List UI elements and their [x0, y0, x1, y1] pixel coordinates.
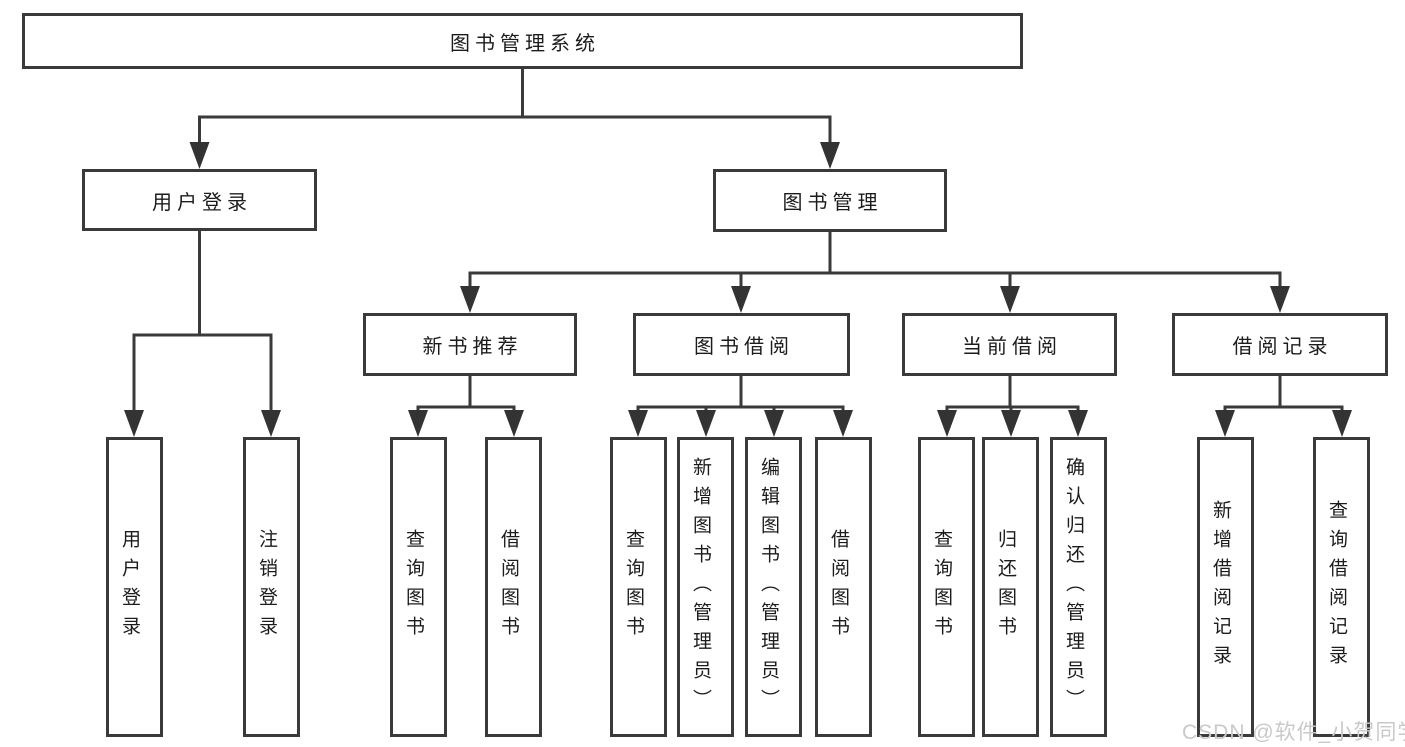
leaf-query-books-current: 查询图书	[918, 437, 975, 737]
leaf-query-books-recommend: 查询图书	[390, 437, 447, 737]
arrow-heads	[124, 142, 1352, 437]
leaf-borrow-books-recommend: 借阅图书	[485, 437, 542, 737]
node-label: 图书借阅	[694, 336, 794, 358]
node-label: 查询图书	[623, 529, 644, 645]
node-label: 用户登录	[152, 191, 252, 214]
node-label: 当前借阅	[962, 336, 1062, 358]
leaf-borrow-books: 借阅图书	[815, 437, 872, 737]
arrow-head	[504, 410, 524, 437]
node-library-system: 图书管理系统	[22, 13, 1023, 69]
arrow-head	[261, 410, 281, 437]
leaf-add-books-admin: 新增图书（管理员）	[677, 437, 734, 737]
connector-userlogin	[132, 229, 273, 433]
node-book-borrowing: 图书借阅	[633, 313, 850, 376]
node-label: 查询图书	[403, 529, 424, 645]
node-label: 注销登录	[256, 529, 277, 645]
leaf-return-books: 归还图书	[982, 437, 1039, 737]
arrow-head	[937, 410, 957, 437]
node-label: 编辑图书（管理员）	[758, 456, 779, 718]
node-new-book-recommend: 新书推荐	[363, 313, 577, 376]
arrow-head	[1001, 410, 1021, 437]
arrow-head	[696, 410, 716, 437]
arrow-head	[408, 410, 428, 437]
connector-records	[1223, 375, 1344, 433]
leaf-edit-books-admin: 编辑图书（管理员）	[745, 437, 802, 737]
arrow-head	[1270, 286, 1290, 313]
csdn-watermark: CSDN @软件_小贺同学	[1182, 721, 1405, 744]
arrow-head	[1000, 286, 1020, 313]
node-book-management: 图书管理	[713, 169, 947, 232]
arrow-head	[1215, 410, 1235, 437]
connector-newbook	[416, 374, 516, 433]
node-label: 借阅记录	[1232, 336, 1333, 358]
arrow-head	[1332, 410, 1352, 437]
node-label: 用户登录	[119, 529, 140, 645]
arrow-head	[189, 142, 210, 169]
node-current-borrowing: 当前借阅	[902, 313, 1117, 376]
node-label: 查询借阅记录	[1326, 500, 1347, 674]
node-label: 图书管理系统	[450, 32, 600, 55]
leaf-logout: 注销登录	[243, 437, 300, 737]
arrow-head	[1068, 410, 1088, 437]
node-label: 新增借阅记录	[1210, 500, 1231, 674]
arrow-head	[833, 410, 853, 437]
leaf-query-borrow-record: 查询借阅记录	[1313, 437, 1370, 737]
leaf-confirm-return-admin: 确认归还（管理员）	[1050, 437, 1107, 737]
arrow-head	[628, 410, 648, 437]
arrow-head	[820, 142, 840, 169]
arrow-head	[460, 286, 480, 313]
arrow-head	[124, 410, 144, 437]
leaf-user-login: 用户登录	[106, 437, 163, 737]
node-label: 确认归还（管理员）	[1063, 456, 1084, 718]
node-label: 查询图书	[931, 529, 952, 645]
node-label: 新书推荐	[422, 336, 523, 358]
leaf-query-books-borrowing: 查询图书	[610, 437, 667, 737]
connector-bookmgmt	[468, 230, 1282, 309]
node-label: 新增图书（管理员）	[690, 456, 711, 718]
node-label: 归还图书	[995, 529, 1016, 645]
leaf-add-borrow-record: 新增借阅记录	[1197, 437, 1254, 737]
connector-root	[198, 67, 832, 165]
node-label: 借阅图书	[498, 529, 519, 645]
node-borrow-records: 借阅记录	[1172, 313, 1388, 376]
connector-borrow	[636, 374, 845, 433]
arrow-head	[731, 286, 751, 313]
node-label: 借阅图书	[828, 529, 849, 645]
node-user-login: 用户登录	[82, 169, 317, 231]
arrow-head	[764, 410, 784, 437]
node-label: 图书管理	[782, 192, 883, 214]
